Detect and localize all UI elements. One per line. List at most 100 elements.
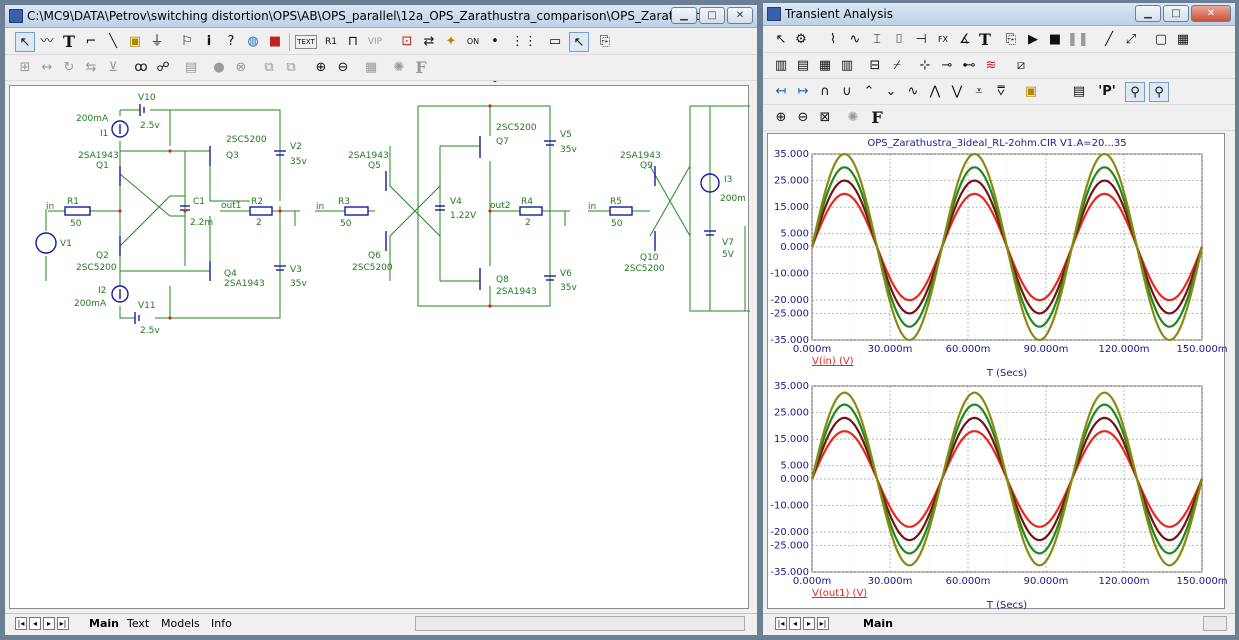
- binoculars-icon[interactable]: ☍: [156, 60, 170, 75]
- settings-icon[interactable]: ✺: [847, 110, 859, 125]
- prev-page-button[interactable]: ◂: [29, 617, 41, 630]
- layout-5-icon[interactable]: ⊟: [869, 58, 881, 73]
- scale-icon[interactable]: ⌇: [829, 32, 837, 47]
- tag-2-icon[interactable]: ⚲: [1149, 82, 1169, 102]
- wire-corner-icon[interactable]: ⌐: [85, 34, 97, 49]
- legend-icon[interactable]: ▣: [1024, 84, 1038, 99]
- cursor-right-icon[interactable]: ↦: [797, 84, 809, 99]
- ray-icon[interactable]: ⤢: [1125, 32, 1137, 47]
- layout-2-icon[interactable]: ▤: [796, 58, 810, 73]
- stop-icon[interactable]: ●: [213, 60, 225, 75]
- flag-icon[interactable]: ⚐: [181, 34, 193, 49]
- analysis-first-button[interactable]: |◂: [775, 617, 787, 630]
- text-icon[interactable]: T: [63, 32, 75, 51]
- step-icon[interactable]: ⊻: [108, 60, 118, 75]
- analysis-last-button[interactable]: ▸|: [817, 617, 829, 630]
- properties-icon[interactable]: ⎘: [599, 34, 611, 49]
- top-icon[interactable]: ⩡: [975, 84, 983, 99]
- help-icon[interactable]: ?: [227, 34, 235, 49]
- window-icon[interactable]: ▭: [548, 34, 562, 49]
- layout-3-icon[interactable]: ▦: [818, 58, 832, 73]
- analysis-minimize-button[interactable]: ▁: [1135, 5, 1161, 22]
- valley-icon[interactable]: ⊸: [941, 58, 953, 73]
- export-icon[interactable]: ⧄: [1016, 58, 1026, 73]
- valley-icon[interactable]: ∪: [842, 84, 852, 99]
- line-icon[interactable]: ╱: [1105, 32, 1113, 47]
- plot-area[interactable]: OPS_Zarathustra_3ideal_RL-2ohm.CIR V1.A=…: [767, 133, 1228, 611]
- zoom-out-icon[interactable]: ⊖: [337, 60, 349, 75]
- select-arrow-icon[interactable]: ↖: [775, 32, 787, 47]
- cancel-icon[interactable]: ⊗: [235, 60, 247, 75]
- paste-icon[interactable]: ⧉: [286, 60, 296, 75]
- bottom-icon[interactable]: ⩢: [997, 84, 1005, 99]
- run-icon[interactable]: ▶: [1028, 32, 1038, 47]
- layout-1-icon[interactable]: ▥: [774, 58, 788, 73]
- node-label-icon[interactable]: R1: [325, 37, 337, 47]
- line-pin-icon[interactable]: •—•: [489, 34, 502, 89]
- tab-main[interactable]: Main: [89, 617, 119, 630]
- layout-4-icon[interactable]: ▥: [840, 58, 854, 73]
- zoom-out-icon[interactable]: ⊖: [797, 110, 809, 125]
- slope-icon[interactable]: ⊷: [962, 58, 976, 73]
- find-icon[interactable]: ꝏ: [134, 60, 148, 75]
- tab-info[interactable]: Info: [211, 617, 232, 630]
- minimize-button[interactable]: ▁: [671, 7, 697, 24]
- vertical-axis-icon[interactable]: ⊣: [915, 32, 927, 47]
- grid-icon[interactable]: ▦: [1176, 32, 1190, 47]
- tag-icon[interactable]: ⚲: [1125, 82, 1145, 102]
- first-page-button[interactable]: |◂: [15, 617, 27, 630]
- zoom-box-icon[interactable]: ⊠: [819, 110, 831, 125]
- rotate-icon[interactable]: ↻: [63, 60, 75, 75]
- grid-icon[interactable]: ⋮⋮: [511, 34, 537, 49]
- line-icon[interactable]: ╲: [109, 34, 117, 49]
- analysis-next-button[interactable]: ▸: [803, 617, 815, 630]
- tab-text[interactable]: Text: [127, 617, 150, 630]
- power-icon[interactable]: ■: [268, 34, 282, 49]
- text-label-icon[interactable]: TEXT: [295, 35, 317, 49]
- align-icon[interactable]: ⊞: [19, 60, 31, 75]
- peak-icon[interactable]: ⊹: [919, 58, 931, 73]
- pin-icon[interactable]: ON: [466, 37, 480, 46]
- p-icon[interactable]: 'P': [1098, 84, 1116, 99]
- select-arrow-icon[interactable]: ↖: [15, 32, 35, 52]
- last-page-button[interactable]: ▸|: [57, 617, 69, 630]
- settings-icon[interactable]: ✺: [393, 60, 405, 75]
- analysis-prev-button[interactable]: ◂: [789, 617, 801, 630]
- component-icon[interactable]: ▣: [128, 34, 142, 49]
- global-high-icon[interactable]: ⋀: [929, 84, 941, 99]
- inflection-icon[interactable]: ∿: [907, 84, 919, 99]
- probe-icon[interactable]: ⊓: [347, 34, 359, 49]
- diode-icon[interactable]: ⏚: [150, 34, 164, 49]
- zoom-in-icon[interactable]: ⊕: [315, 60, 327, 75]
- low-icon[interactable]: ⌄: [885, 84, 897, 99]
- properties-icon[interactable]: ⎘: [1005, 32, 1017, 47]
- mirror-icon[interactable]: ⇆: [85, 60, 97, 75]
- analysis-tab-main[interactable]: Main: [863, 617, 893, 630]
- font-icon[interactable]: F: [871, 108, 883, 127]
- horizontal-axis-icon[interactable]: ⌷: [895, 32, 903, 47]
- voltage-probe-icon[interactable]: VIP: [367, 37, 383, 47]
- print-icon[interactable]: ▦: [364, 60, 378, 75]
- table-icon[interactable]: ▤: [1072, 84, 1086, 99]
- data-points-icon[interactable]: ∿: [849, 32, 861, 47]
- formula-icon[interactable]: FX: [937, 35, 949, 44]
- copy-icon[interactable]: ⧉: [264, 60, 274, 75]
- page-icon[interactable]: ▤: [184, 60, 198, 75]
- label-icon[interactable]: ∡: [959, 32, 971, 47]
- cursor-left-icon[interactable]: ↤: [775, 84, 787, 99]
- pause-icon[interactable]: ❚❚: [1067, 32, 1089, 47]
- current-icon[interactable]: ⊡: [401, 34, 413, 49]
- global-low-icon[interactable]: ⋁: [951, 84, 963, 99]
- tokens-icon[interactable]: ⌶: [873, 32, 881, 47]
- close-button[interactable]: ✕: [727, 7, 753, 24]
- stop-icon[interactable]: ■: [1048, 32, 1062, 47]
- font-icon[interactable]: F: [415, 58, 427, 77]
- arrow-icon[interactable]: ⇄: [423, 34, 435, 49]
- component-icon[interactable]: ⚙: [795, 32, 807, 47]
- analysis-close-button[interactable]: ✕: [1191, 5, 1231, 22]
- cursor-icon[interactable]: ⌿: [893, 58, 901, 73]
- text-icon[interactable]: T: [979, 30, 991, 49]
- horizontal-scrollbar[interactable]: [415, 616, 745, 631]
- high-icon[interactable]: ⌃: [863, 84, 875, 99]
- next-page-button[interactable]: ▸: [43, 617, 55, 630]
